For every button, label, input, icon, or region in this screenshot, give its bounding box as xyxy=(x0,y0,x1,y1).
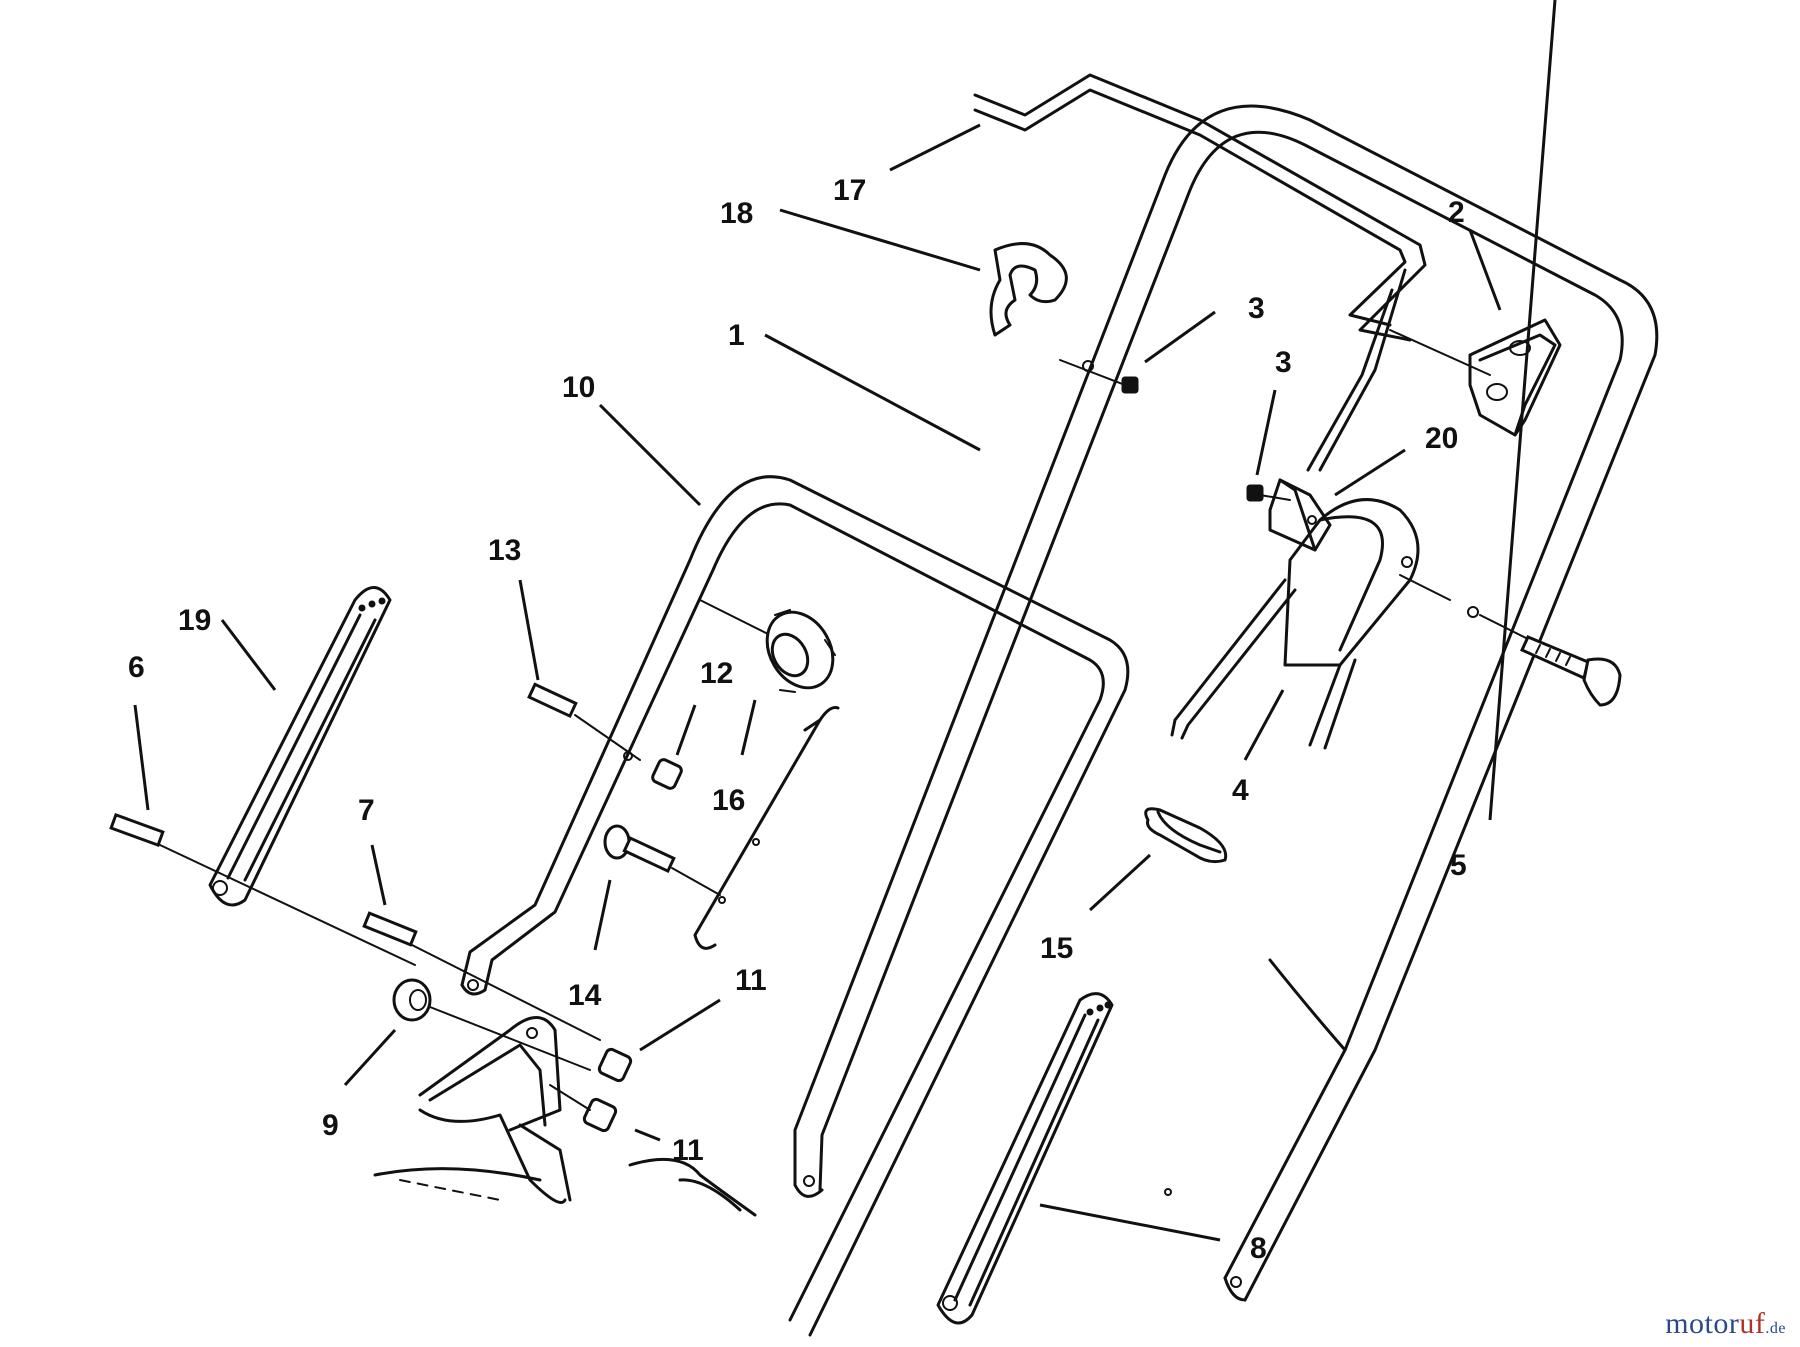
callout-9: 9 xyxy=(322,1109,339,1142)
strap-8 xyxy=(936,992,1114,1325)
callout-16: 16 xyxy=(712,784,745,817)
callout-12: 12 xyxy=(700,657,733,690)
watermark-main: motor xyxy=(1665,1307,1740,1340)
watermark-accent: uf xyxy=(1739,1307,1766,1340)
callout-13: 13 xyxy=(488,534,521,567)
bolt-13 xyxy=(527,682,641,761)
control-cable-grip xyxy=(1170,268,1451,750)
callout-5: 5 xyxy=(1450,849,1467,882)
control-bail xyxy=(973,73,1427,342)
nut-11a xyxy=(597,1047,633,1083)
callout-17: 17 xyxy=(833,174,866,207)
nut-11b xyxy=(582,1097,618,1133)
strap-19 xyxy=(208,586,392,907)
bolt-14 xyxy=(603,824,721,896)
callout-11-lower: 11 xyxy=(672,1134,704,1167)
callout-6: 6 xyxy=(128,651,145,684)
callout-8: 8 xyxy=(1250,1232,1267,1265)
callout-11-upper: 11 xyxy=(735,964,767,997)
callout-18: 18 xyxy=(720,197,753,230)
nut-3b xyxy=(1246,484,1291,502)
cable-clamp-20 xyxy=(1268,478,1332,552)
cable-bracket xyxy=(1389,318,1562,437)
nut-12 xyxy=(651,758,683,790)
bolt-5 xyxy=(1467,606,1622,707)
callout-19: 19 xyxy=(178,604,211,637)
callout-14: 14 xyxy=(568,979,602,1012)
callout-3-lower: 3 xyxy=(1275,346,1292,379)
bolt-6 xyxy=(109,812,416,966)
callout-1: 1 xyxy=(728,319,745,352)
nut-3a xyxy=(1059,359,1139,394)
callout-20: 20 xyxy=(1425,422,1458,455)
spacer-9 xyxy=(392,978,591,1071)
watermark-logo: motoruf.de xyxy=(1665,1307,1786,1341)
callout-7: 7 xyxy=(358,794,375,827)
deck-bracket xyxy=(373,1016,757,1217)
upper-handle xyxy=(793,104,1659,1302)
callout-10: 10 xyxy=(562,371,595,404)
cable-guide xyxy=(989,242,1068,337)
callout-3-upper: 3 xyxy=(1248,292,1265,325)
watermark-tld: .de xyxy=(1765,1320,1786,1337)
callout-4: 4 xyxy=(1232,774,1249,807)
callout-2: 2 xyxy=(1448,196,1465,229)
retaining-ring xyxy=(1144,807,1228,864)
handle-knob xyxy=(699,599,836,693)
leader-lines xyxy=(133,0,1557,1242)
bolt-7 xyxy=(362,911,601,1041)
lower-handle xyxy=(460,475,1130,1337)
callout-15: 15 xyxy=(1040,932,1073,965)
callout-labels: 17 18 1 10 2 3 3 20 13 19 6 12 16 7 14 1… xyxy=(128,174,1467,1265)
